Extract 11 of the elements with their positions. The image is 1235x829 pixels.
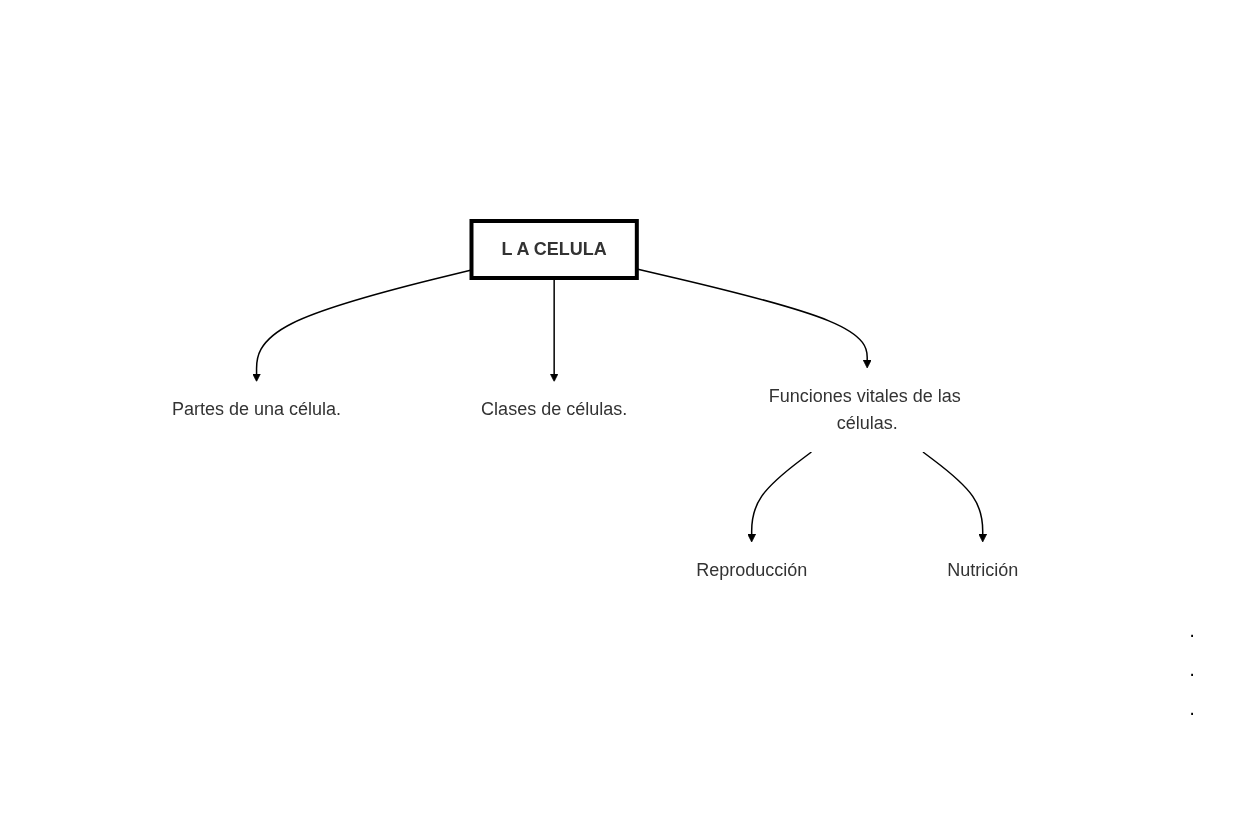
node-text: Clases de células. xyxy=(481,399,628,420)
node-text: Partes de una célula. xyxy=(171,399,341,420)
note-text: . xyxy=(1189,659,1195,680)
node-text: Funciones vitales de las células. xyxy=(768,386,961,433)
note-text: . xyxy=(1189,620,1195,641)
node-text: Nutrición xyxy=(947,560,1019,580)
arrow xyxy=(922,451,987,543)
node-box: L A CELULA xyxy=(469,219,639,280)
node-text: Reproducción xyxy=(696,560,808,580)
note-text: . xyxy=(1189,698,1195,719)
arrow xyxy=(747,451,813,543)
